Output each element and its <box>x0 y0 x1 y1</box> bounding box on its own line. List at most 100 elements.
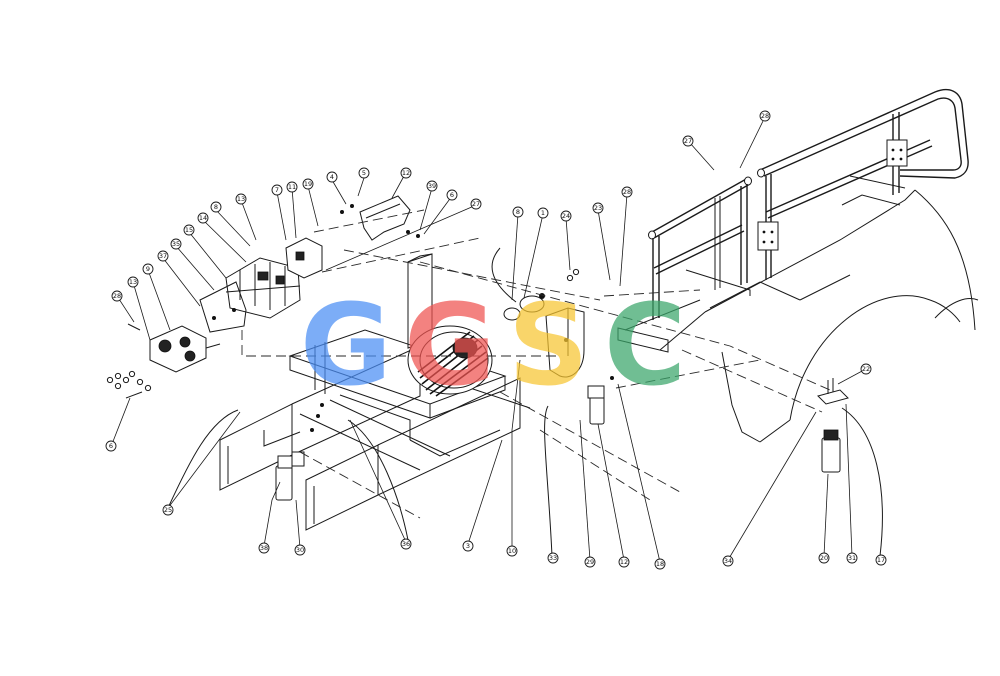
cover-plate <box>340 195 420 241</box>
callout-bubble: 6 <box>105 440 117 452</box>
callout-label: 12 <box>402 169 410 177</box>
callout-bubble: 33 <box>547 552 559 564</box>
callout-bubble: 29 <box>584 556 596 568</box>
watermark-letter-c: C <box>604 281 686 411</box>
callout-label: 39 <box>428 182 436 190</box>
watermark-letter-g2: G <box>404 281 496 411</box>
callout-bubble: 34 <box>722 555 734 567</box>
callout-label: 27 <box>684 137 692 145</box>
callout-bubble: 38 <box>258 542 270 554</box>
callout-bubble: 10 <box>506 545 518 557</box>
callout-bubble: 13 <box>235 193 247 205</box>
hoses <box>167 247 883 557</box>
callout-label: 19 <box>304 180 312 188</box>
callout-label: 31 <box>848 554 856 562</box>
callout-bubble: 11 <box>286 181 298 193</box>
callout-label: 35 <box>172 240 180 248</box>
callout-label: 6 <box>109 442 113 450</box>
bolts-cluster <box>106 323 152 399</box>
callout-label: 38 <box>260 544 268 552</box>
callout-bubble: 7 <box>271 184 283 196</box>
callout-label: 33 <box>549 554 557 562</box>
fitting-assembly <box>503 268 580 321</box>
callout-bubble: 1 <box>537 207 549 219</box>
callout-label: 29 <box>586 558 594 566</box>
callout-bubble: 3 <box>462 540 474 552</box>
callout-bubble: 15 <box>183 224 195 236</box>
assembly-centerlines <box>241 209 831 519</box>
callout-bubble: 18 <box>654 558 666 570</box>
side-bracket <box>545 307 585 378</box>
leader-lines <box>111 116 865 563</box>
motor-pump <box>407 325 493 397</box>
watermark-letter-s: S <box>508 281 589 411</box>
callout-label: 37 <box>159 252 167 260</box>
callout-label: 22 <box>862 365 870 373</box>
callout-label: 6 <box>450 191 454 199</box>
gssc-watermark: G G S C <box>300 281 686 411</box>
callout-label: 15 <box>185 226 193 234</box>
mount-bracket <box>288 253 531 457</box>
roll-bar-assembly <box>617 88 969 353</box>
valve-block <box>199 237 323 333</box>
callout-bubble: 17 <box>875 554 887 566</box>
callout-bubble: 27 <box>682 135 694 147</box>
callout-label: 17 <box>877 556 885 564</box>
callout-group: 5 4 12 39 6 27 19 11 7 13 8 14 15 35 37 … <box>105 110 887 570</box>
callout-bubble: 31 <box>846 552 858 564</box>
callout-label: 28 <box>113 292 121 300</box>
callout-label: 4 <box>330 173 334 181</box>
callout-label: 28 <box>761 112 769 120</box>
callout-label: 30 <box>296 546 304 554</box>
callout-label: 1 <box>541 209 545 217</box>
truck-body <box>659 189 979 443</box>
callout-bubble: 20 <box>818 552 830 564</box>
callout-bubble: 37 <box>157 250 169 262</box>
callout-label: 8 <box>516 208 520 216</box>
callout-bubble: 9 <box>142 263 154 275</box>
callout-label: 7 <box>275 186 279 194</box>
callout-label: 12 <box>620 558 628 566</box>
filter-left <box>275 451 305 501</box>
callout-bubble: 35 <box>170 238 182 250</box>
gear-pump <box>149 325 221 373</box>
callout-bubble: 30 <box>294 544 306 556</box>
callout-bubble: 13 <box>127 276 139 288</box>
callout-label: 23 <box>594 204 602 212</box>
callout-label: 24 <box>562 212 570 220</box>
callout-label: 5 <box>362 169 366 177</box>
watermark-letter-g1: G <box>300 281 392 411</box>
callout-label: 11 <box>288 183 296 191</box>
callout-bubble: 27 <box>470 198 482 210</box>
callout-label: 8 <box>214 203 218 211</box>
callout-bubble: 6 <box>446 189 458 201</box>
callout-label: 10 <box>508 547 516 555</box>
callout-bubble: 28 <box>759 110 771 122</box>
callout-label: 13 <box>237 195 245 203</box>
callout-label: 36 <box>402 540 410 548</box>
callout-bubble: 23 <box>592 202 604 214</box>
filter-right <box>817 378 849 473</box>
callout-label: 13 <box>129 278 137 286</box>
callout-label: 9 <box>146 265 150 273</box>
callout-label: 34 <box>724 557 732 565</box>
callout-bubble: 8 <box>210 201 222 213</box>
callout-bubble: 8 <box>512 206 524 218</box>
callout-bubble: 24 <box>560 210 572 222</box>
callout-bubble: 5 <box>358 167 370 179</box>
callout-label: 20 <box>820 554 828 562</box>
callout-bubble: 22 <box>860 363 872 375</box>
callout-bubble: 36 <box>400 538 412 550</box>
callout-bubble: 4 <box>326 171 338 183</box>
callout-label: 14 <box>199 214 207 222</box>
callout-bubble: 14 <box>197 212 209 224</box>
callout-bubble: 28 <box>621 186 633 198</box>
callout-label: 3 <box>466 542 470 550</box>
callout-bubble: 25 <box>162 504 174 516</box>
filter-center <box>587 376 614 425</box>
callout-label: 27 <box>472 200 480 208</box>
callout-label: 18 <box>656 560 664 568</box>
callout-label: 25 <box>164 506 172 514</box>
callout-bubble: 39 <box>426 180 438 192</box>
